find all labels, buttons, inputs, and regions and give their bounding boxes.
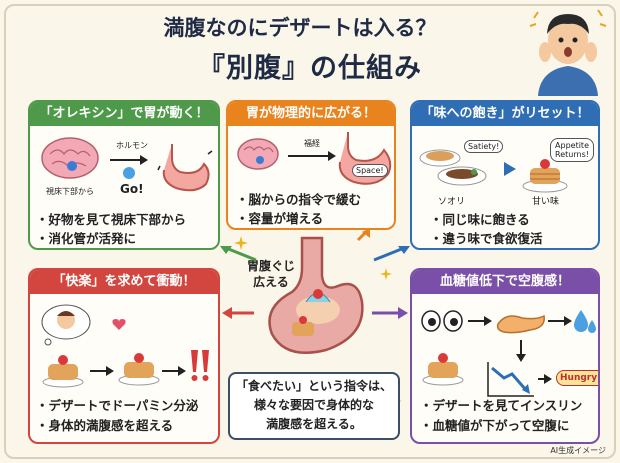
orexin-bullet-1: ・好物を見て視床下部から	[36, 212, 187, 227]
stomach-label-line-1: 胃腹ぐじ	[246, 259, 295, 273]
stomach-label-line-2: 広える	[253, 275, 289, 289]
summary-line-1: 「食べたい」という指令は、	[235, 379, 392, 393]
pleasure-bullet-1: ・デザートでドーパミン分泌	[36, 398, 199, 413]
stomach-expanded-icon	[338, 132, 392, 185]
pancake-dessert-icon	[42, 355, 84, 388]
arrow-to-pleasure	[222, 307, 254, 319]
play-arrow-icon	[504, 162, 516, 176]
stomach-moving-icon	[157, 144, 213, 192]
hormone-molecule-icon	[123, 167, 135, 179]
center-summary-box: 「食べたい」という指令は、 様々な要因で身体的な 満腹感を超える。	[228, 372, 400, 440]
pancake-dessert-icon	[422, 353, 464, 386]
brain-icon	[41, 137, 99, 179]
sweet-label: 甘い味	[532, 197, 560, 207]
physical-bullet-1: ・脳からの指令で緩む	[236, 192, 362, 207]
arrow-right-icon	[162, 366, 186, 376]
arrow-right-icon	[110, 155, 148, 165]
exclamation-icon	[191, 350, 209, 381]
satiety-label: Satiety!	[464, 140, 504, 153]
arrow-to-blood-sugar	[372, 307, 408, 319]
arrow-down-icon	[516, 340, 526, 362]
panel-taste: 「味への飽き」がリセット！ Satiety! Appetite Returns!…	[410, 100, 600, 250]
arrow-right-icon	[468, 316, 492, 326]
title-line-1: 満腹なのにデザートは入る？	[163, 16, 437, 40]
page-frame	[4, 4, 616, 459]
summary-line-2: 様々な要因で身体的な	[253, 398, 374, 412]
pancake-dessert-icon	[118, 353, 160, 386]
panel-orexin-header: 「オレキシン」で胃が動く！	[30, 102, 218, 126]
title-line-2: 『別腹』の仕組み	[198, 53, 422, 84]
panel-blood-sugar-header: 血糖値低下で空腹感！	[412, 270, 598, 294]
blood-sugar-drop-graph-icon	[487, 362, 534, 397]
arrow-to-physical	[356, 228, 370, 242]
panel-physical: 胃が物理的に広がる！ 福経 Space! ・脳からの指令で緩む ・容量が増える	[226, 100, 396, 230]
panel-blood-sugar: 血糖値低下で空腹感！ Hungry! ・デザートを見てインスリン ・血糖値が下が…	[410, 268, 600, 444]
panel-physical-header: 胃が物理的に広がる！	[228, 102, 394, 126]
hormone-label: ホルモン	[116, 141, 148, 150]
panel-orexin: 「オレキシン」で胃が動く！ ホルモン Go! 視床下部から ・好物を見て視床下部…	[28, 100, 220, 250]
hungry-label: Hungry!	[556, 370, 598, 386]
taste-bullet-2: ・違う味で食欲復活	[430, 231, 543, 246]
sparkle-icon	[380, 268, 392, 280]
arrow-right-icon	[90, 366, 114, 376]
panel-taste-header: 「味への飽き」がリセット！	[412, 102, 598, 126]
arrow-right-icon	[538, 374, 552, 384]
space-label: Space!	[352, 164, 388, 177]
nerve-label: 福経	[304, 139, 320, 148]
taste-bullet-1: ・同じ味に飽きる	[430, 212, 530, 227]
insulin-drops-icon	[574, 310, 596, 333]
physical-bullet-2: ・容量が増える	[236, 211, 324, 226]
blood-sugar-bullet-1: ・デザートを見てインスリン	[420, 398, 583, 413]
summary-line-3: 満腹感を超える。	[266, 417, 362, 431]
pancake-dessert-icon	[522, 159, 568, 193]
blood-sugar-bullet-2: ・血糖値が下がって空腹に	[420, 418, 570, 433]
eyes-icon	[421, 310, 463, 332]
central-stomach-icon	[268, 236, 364, 354]
salty-label: ソオリ	[438, 197, 466, 207]
arrow-to-taste	[373, 246, 410, 262]
meal-plates-icon	[419, 149, 487, 186]
panel-pleasure: 「快楽」を求めて衝動！ ・デザートでドーパミン分泌 ・身体的満腹感を超える	[28, 268, 220, 444]
pleasure-bullet-2: ・身体的満腹感を超える	[36, 418, 174, 433]
panel-pleasure-header: 「快楽」を求めて衝動！	[30, 270, 218, 294]
sparkle-icon	[234, 236, 248, 250]
go-label: Go!	[120, 182, 144, 196]
credit-label: AI生成イメージ	[550, 446, 606, 455]
arrow-to-orexin	[220, 246, 257, 262]
hypothalamus-label: 視床下部から	[46, 187, 94, 196]
pancreas-icon	[496, 314, 545, 334]
brain-icon	[237, 138, 279, 170]
arrow-right-icon	[288, 151, 336, 161]
thinking-person-icon	[41, 304, 91, 346]
appetite-label: Appetite Returns!	[550, 138, 594, 162]
orexin-bullet-2: ・消化管が活発に	[36, 231, 137, 246]
arrow-right-icon	[548, 316, 572, 326]
surprised-person-icon	[529, 9, 607, 96]
heart-icon	[112, 319, 126, 330]
stomach-label: 胃腹ぐじ 広える	[236, 258, 306, 290]
